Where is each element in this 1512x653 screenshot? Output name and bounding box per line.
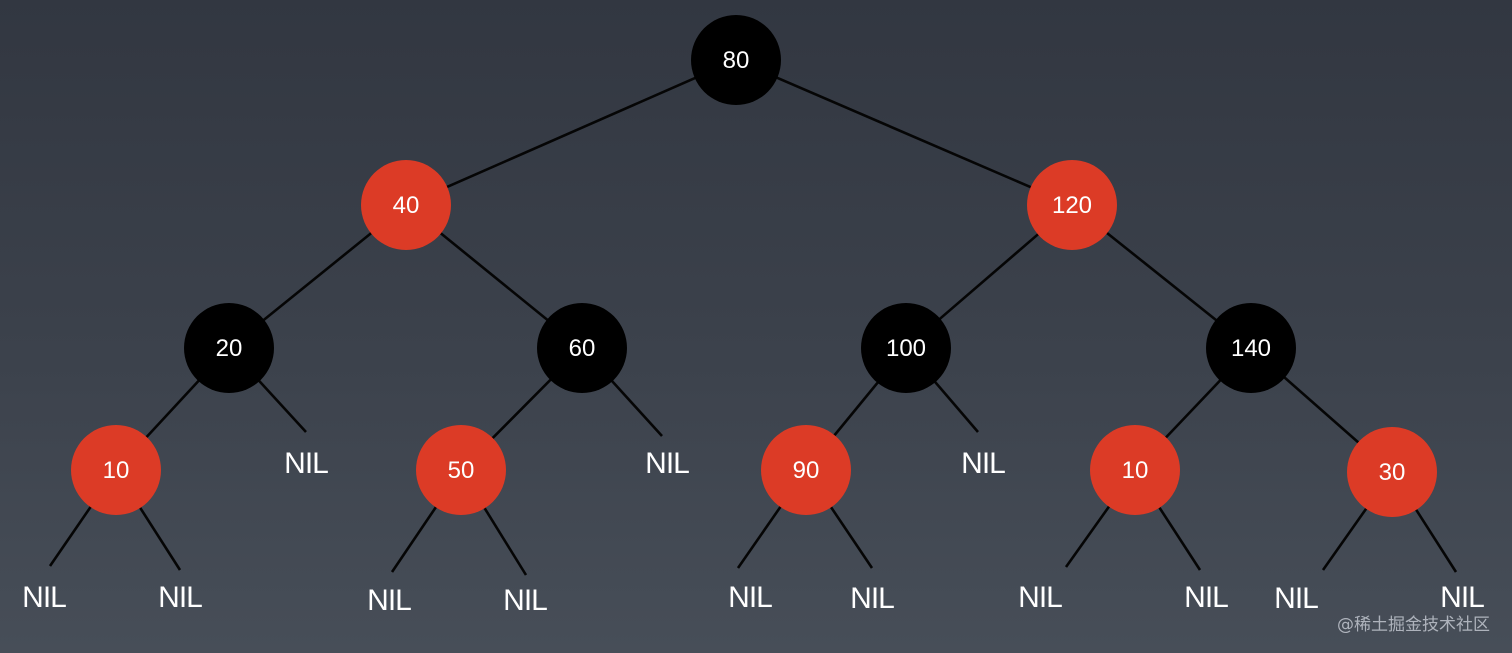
node-label: 30 [1379,459,1406,486]
nil-leaf-nil7: NIL [503,584,547,617]
nil-leaf-nil3: NIL [961,447,1005,480]
node-circle-black [691,15,781,105]
node-circle-red [361,160,451,250]
tree-node-n140: 140 [1206,303,1296,393]
edge-layer [48,75,1458,576]
node-label: 140 [1231,335,1271,362]
edge-n10b-nil11 [1157,505,1202,571]
edge-n30-nil12 [1321,506,1369,571]
edge-n20-n10a [144,378,201,440]
node-label: 60 [569,335,596,362]
node-circle-black [1206,303,1296,393]
nil-leaf-nil13: NIL [1440,581,1484,614]
edge-n60-n50 [490,377,553,441]
nil-leaf-nil11: NIL [1184,581,1228,614]
edge-n60-nil2 [609,378,663,437]
node-label: 120 [1052,192,1092,219]
edge-n40-n60 [438,231,550,322]
node-label: 100 [886,335,926,362]
node-label: 10 [103,457,130,484]
node-circle-red [761,425,851,515]
nil-leaf-nil9: NIL [850,582,894,615]
nil-leaf-nil6: NIL [367,584,411,617]
nil-leaf-nil5: NIL [158,581,202,614]
nil-leaf-nil2: NIL [645,447,689,480]
edge-n30-nil13 [1414,507,1458,573]
tree-node-n30: 30 [1347,427,1437,517]
edge-n10a-nil5 [138,505,182,571]
tree-node-n100: 100 [861,303,951,393]
tree-node-n40: 40 [361,160,451,250]
edge-n120-n100 [937,232,1041,321]
node-circle-black [184,303,274,393]
node-label: 40 [393,192,420,219]
tree-node-n20: 20 [184,303,274,393]
edge-n50-nil6 [390,504,438,573]
node-circle-red [1090,425,1180,515]
node-label: 20 [216,335,243,362]
node-circle-black [537,303,627,393]
edge-n90-nil9 [828,504,874,569]
edge-n50-nil7 [482,505,528,576]
edge-n100-nil3 [932,379,979,433]
nil-leaf-nil8: NIL [728,581,772,614]
tree-node-n60: 60 [537,303,627,393]
nil-leaf-nil10: NIL [1018,581,1062,614]
node-circle-red [1027,160,1117,250]
edge-n120-n140 [1104,230,1219,323]
node-circle-red [1347,427,1437,517]
nil-leaf-nil4: NIL [22,581,66,614]
edge-n80-n40 [444,76,698,189]
edge-n20-nil1 [257,378,307,433]
nil-leaf-nil12: NIL [1274,582,1318,615]
tree-node-n10b: 10 [1090,425,1180,515]
node-label: 80 [723,47,750,74]
edge-n90-nil8 [736,504,783,569]
edge-n40-n20 [261,231,374,322]
watermark: @稀土掘金技术社区 [1337,615,1490,635]
edge-n100-n90 [832,380,880,438]
tree-node-n120: 120 [1027,160,1117,250]
node-circle-red [416,425,506,515]
edge-n140-n10b [1163,378,1223,440]
tree-node-n50: 50 [416,425,506,515]
tree-node-n90: 90 [761,425,851,515]
tree-node-n10a: 10 [71,425,161,515]
nil-leaf-nil1: NIL [284,447,328,480]
node-circle-black [861,303,951,393]
edge-n10a-nil4 [48,504,93,567]
edge-n10b-nil10 [1064,504,1112,568]
tree-node-n80: 80 [691,15,781,105]
edge-n80-n120 [774,75,1034,190]
node-label: 90 [793,457,820,484]
node-label: 50 [448,457,475,484]
node-label: 10 [1122,457,1149,484]
node-layer: 80 40 120 20 60 100 140 10 50 90 10 30 [71,15,1437,517]
edge-n140-n30 [1282,375,1361,445]
nil-layer: NIL NIL NIL NIL NIL NIL NIL NIL NIL NIL NIL NIL NIL [22,447,1485,617]
node-circle-red [71,425,161,515]
